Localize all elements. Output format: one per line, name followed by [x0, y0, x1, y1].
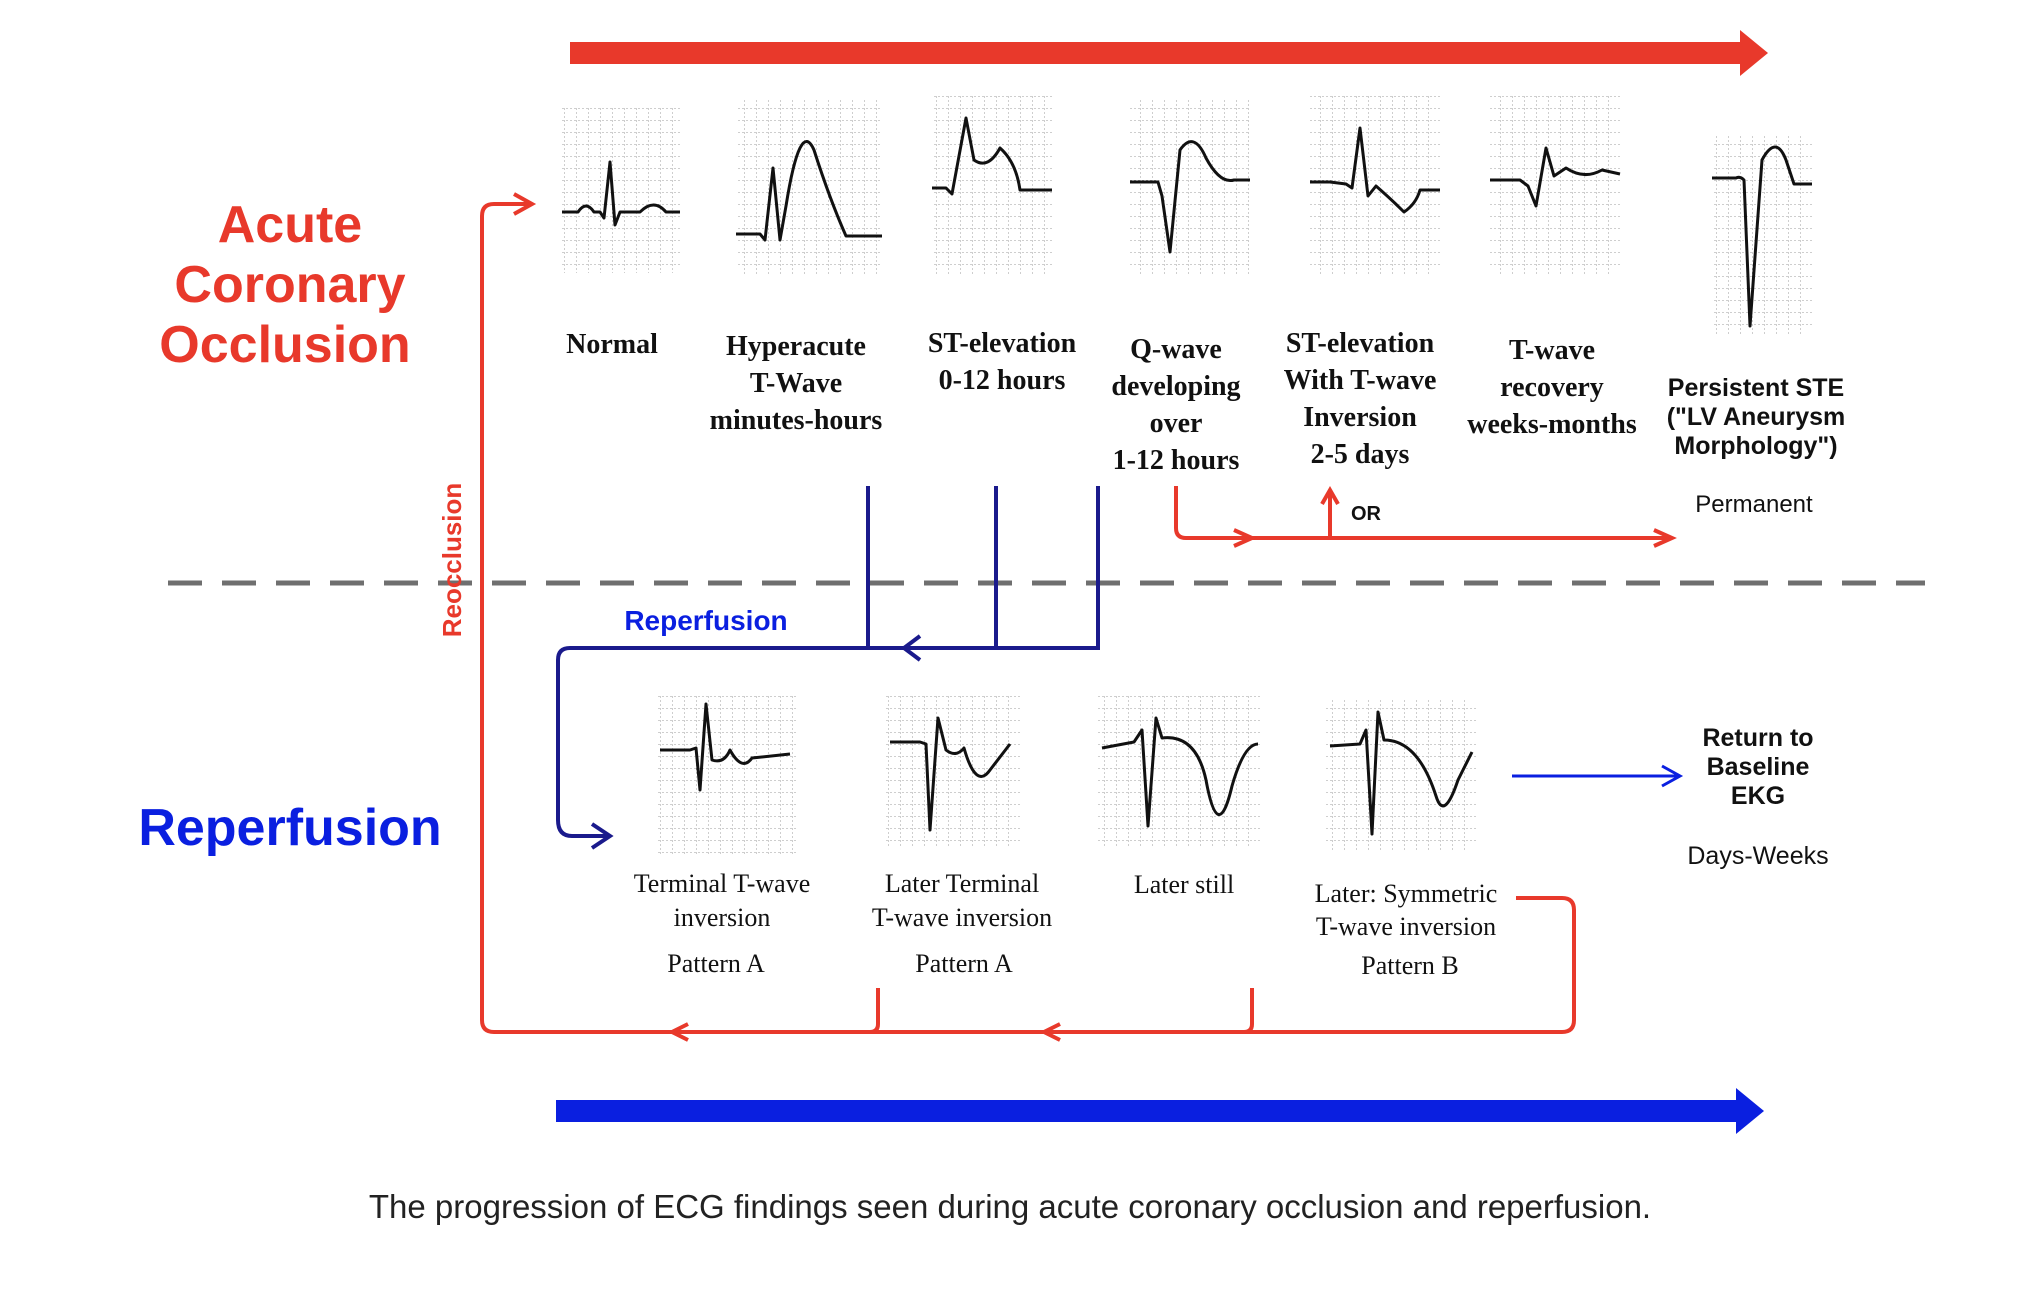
baseline-label-1: Return to	[1702, 724, 1813, 752]
stage-label-persistent-2: ("LV Aneurysm	[1667, 403, 1846, 431]
reperf-label-terminal-1: Terminal T-wave	[634, 869, 811, 898]
reperf-label-later-terminal-1: Later Terminal	[885, 869, 1039, 898]
ecg-persistent-ste-icon	[1712, 145, 1812, 328]
reperfusion-timeline-arrow	[556, 1088, 1764, 1134]
acute-label-line3: Occlusion	[159, 316, 410, 374]
reocclusion-connector	[480, 192, 1576, 1042]
stage-label-hyperacute-2: T-Wave	[750, 368, 842, 399]
acute-label-line2: Coronary	[174, 256, 405, 314]
reperfusion-ecg-panels	[656, 696, 1476, 854]
or-label: OR	[1351, 503, 1382, 525]
reperf-label-symmetric-2: T-wave inversion	[1316, 912, 1496, 941]
reperf-pattern-terminal: Pattern A	[667, 949, 765, 978]
stage-label-st-t-1: ST-elevation	[1286, 328, 1435, 359]
ecg-later-still-icon	[1101, 716, 1259, 828]
ecg-hyperacute-icon	[736, 139, 882, 242]
stage-label-q-wave-1: Q-wave	[1130, 334, 1222, 365]
stage-label-st-elevation-2: 0-12 hours	[939, 365, 1066, 396]
ecg-st-t-inversion-icon	[1310, 126, 1440, 214]
stage-label-t-recovery-3: weeks-months	[1467, 409, 1637, 440]
acute-timeline-arrow	[570, 30, 1768, 76]
baseline-label-3: EKG	[1731, 782, 1785, 810]
occlusion-progression-connector	[1174, 485, 1677, 548]
stage-label-q-wave-2: developing	[1111, 371, 1240, 402]
stage-label-persistent-3: Morphology")	[1674, 432, 1837, 460]
stage-label-t-recovery-2: recovery	[1500, 372, 1604, 403]
stage-label-st-t-4: 2-5 days	[1311, 439, 1410, 470]
stage-label-hyperacute-3: minutes-hours	[710, 405, 883, 436]
reperf-label-later-terminal-2: T-wave inversion	[872, 903, 1052, 932]
ecg-t-recovery-icon	[1490, 146, 1621, 208]
reperf-label-symmetric-1: Later: Symmetric	[1315, 879, 1498, 908]
ecg-normal-icon	[562, 160, 680, 227]
ecg-terminal-t-inversion-icon	[660, 702, 791, 792]
ecg-st-elevation-icon	[932, 116, 1052, 196]
stage-label-st-elevation-1: ST-elevation	[928, 328, 1077, 359]
reocclusion-label: Reocclusion	[437, 483, 467, 638]
ecg-later-terminal-icon	[890, 716, 1012, 832]
acute-ecg-traces	[562, 116, 1812, 328]
stage-label-q-wave-3: over	[1150, 408, 1203, 439]
stage-label-st-t-2: With T-wave	[1284, 365, 1437, 396]
reperf-label-later-still: Later still	[1134, 870, 1234, 899]
stage-label-q-wave-4: 1-12 hours	[1113, 445, 1240, 476]
ecg-q-wave-icon	[1130, 140, 1250, 254]
baseline-label-2: Baseline	[1707, 753, 1810, 781]
stage-label-normal: Normal	[566, 329, 658, 360]
reperfusion-section-label: Reperfusion	[138, 799, 441, 857]
reperf-pattern-symmetric: Pattern B	[1361, 951, 1459, 980]
figure-caption: The progression of ECG findings seen dur…	[368, 1188, 1652, 1225]
reperf-label-terminal-2: inversion	[674, 903, 771, 932]
acute-ecg-panels	[562, 94, 1812, 334]
stage-label-st-t-3: Inversion	[1303, 402, 1417, 433]
reperfusion-arrow-label: Reperfusion	[624, 605, 787, 636]
baseline-sub-label: Days-Weeks	[1687, 842, 1828, 870]
acute-label-line1: Acute	[218, 196, 362, 254]
reperf-pattern-later-terminal: Pattern A	[915, 949, 1013, 978]
stage-label-hyperacute-1: Hyperacute	[726, 331, 866, 362]
baseline-arrow	[1512, 764, 1684, 788]
stage-label-permanent: Permanent	[1695, 491, 1813, 518]
stage-label-persistent-1: Persistent STE	[1668, 374, 1844, 402]
reperfusion-ecg-traces	[660, 702, 1474, 836]
reperfusion-connectors	[556, 486, 1100, 850]
stage-label-t-recovery-1: T-wave	[1509, 335, 1595, 366]
ecg-symmetric-t-inversion-icon	[1329, 710, 1474, 836]
ecg-progression-diagram: Acute Coronary Occlusion Reperfusion Reo…	[138, 30, 1925, 1134]
